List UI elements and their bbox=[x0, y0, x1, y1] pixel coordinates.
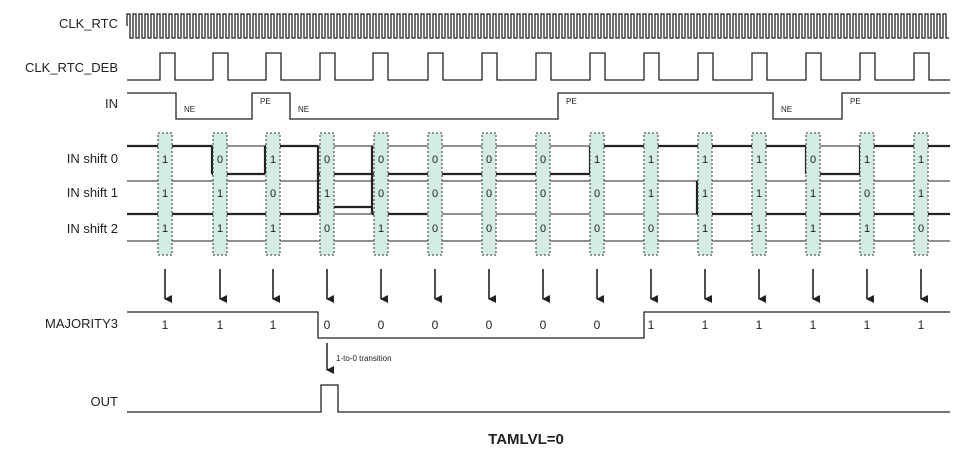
sample-window bbox=[212, 132, 228, 256]
sample-bit: 1 bbox=[162, 188, 168, 200]
sample-columns: 1 1 1 1 0 1 1 1 1 0 1 1 0 1 0 0 0 0 1 0 0 0 0 0 0 0 0 0 0 0 0 0 1 0 0 0 1 1 0 1… bbox=[157, 132, 929, 332]
sample-bit: 0 bbox=[540, 154, 546, 166]
sample-bit: 1 bbox=[918, 154, 924, 166]
sample-bit: 0 bbox=[594, 188, 600, 200]
sample-bit: 1 bbox=[270, 154, 276, 166]
majority3-value: 1 bbox=[756, 318, 763, 332]
sample-bit: 1 bbox=[324, 188, 330, 200]
sample-bit: 1 bbox=[702, 154, 708, 166]
sample-bit: 1 bbox=[756, 188, 762, 200]
sample-bit: 1 bbox=[756, 154, 762, 166]
in-edge-label: NE bbox=[298, 105, 309, 114]
clk-rtc-deb-label: CLK_RTC_DEB bbox=[25, 60, 118, 75]
clk-rtc-label: CLK_RTC bbox=[59, 16, 118, 31]
in-edge-label: PE bbox=[850, 97, 861, 106]
sample-bit: 1 bbox=[918, 188, 924, 200]
sample-bit: 1 bbox=[648, 154, 654, 166]
sample-bit: 0 bbox=[648, 223, 654, 235]
sample-window bbox=[157, 132, 173, 256]
majority3-value: 1 bbox=[810, 318, 817, 332]
sample-bit: 0 bbox=[810, 154, 816, 166]
in-shift-2-label: IN shift 2 bbox=[67, 221, 118, 236]
clk-rtc-waveform bbox=[126, 13, 949, 39]
sample-window bbox=[319, 132, 335, 256]
sample-bit: 0 bbox=[378, 154, 384, 166]
in-edge-label: PE bbox=[566, 97, 577, 106]
sample-window bbox=[265, 132, 281, 256]
sample-bit: 1 bbox=[648, 188, 654, 200]
sample-bit: 0 bbox=[486, 154, 492, 166]
sample-window bbox=[859, 132, 875, 256]
out-label: OUT bbox=[91, 394, 119, 409]
clk-rtc-deb-waveform bbox=[127, 52, 950, 81]
sample-bit: 0 bbox=[864, 188, 870, 200]
sample-bit: 1 bbox=[810, 223, 816, 235]
majority3-value: 0 bbox=[432, 318, 439, 332]
majority3-value: 1 bbox=[702, 318, 709, 332]
sample-bit: 0 bbox=[540, 188, 546, 200]
sample-bit: 1 bbox=[864, 223, 870, 235]
sample-window bbox=[535, 132, 551, 256]
sample-bit: 0 bbox=[486, 223, 492, 235]
majority3-value: 1 bbox=[648, 318, 655, 332]
transition-note: 1-to-0 transition bbox=[336, 354, 392, 363]
in-label: IN bbox=[105, 96, 118, 111]
sample-bit: 0 bbox=[432, 223, 438, 235]
sample-bit: 0 bbox=[486, 188, 492, 200]
sample-bit: 1 bbox=[217, 223, 223, 235]
sample-window bbox=[913, 132, 929, 256]
sample-window bbox=[643, 132, 659, 256]
sample-window bbox=[373, 132, 389, 256]
sample-bit: 1 bbox=[270, 223, 276, 235]
in-edge-label: PE bbox=[260, 97, 271, 106]
sample-bit: 0 bbox=[540, 223, 546, 235]
in-shift-1-label: IN shift 1 bbox=[67, 185, 118, 200]
sample-window bbox=[805, 132, 821, 256]
sample-bit: 1 bbox=[702, 223, 708, 235]
sample-bit: 1 bbox=[594, 154, 600, 166]
majority3-value: 1 bbox=[918, 318, 925, 332]
majority3-waveform bbox=[127, 311, 950, 339]
sample-bit: 0 bbox=[378, 188, 384, 200]
sample-bit: 0 bbox=[217, 154, 223, 166]
majority3-value: 1 bbox=[217, 318, 224, 332]
sample-bit: 1 bbox=[756, 223, 762, 235]
sample-bit: 0 bbox=[432, 188, 438, 200]
majority3-value: 0 bbox=[378, 318, 385, 332]
majority3-value: 0 bbox=[324, 318, 331, 332]
sample-bit: 1 bbox=[162, 154, 168, 166]
sample-bit: 1 bbox=[702, 188, 708, 200]
sample-window bbox=[751, 132, 767, 256]
majority3-value: 0 bbox=[540, 318, 547, 332]
majority3-value: 0 bbox=[486, 318, 493, 332]
sample-bit: 1 bbox=[864, 154, 870, 166]
majority3-value: 1 bbox=[864, 318, 871, 332]
sample-bit: 0 bbox=[324, 223, 330, 235]
majority3-value: 0 bbox=[594, 318, 601, 332]
sample-bit: 1 bbox=[217, 188, 223, 200]
sample-bit: 0 bbox=[594, 223, 600, 235]
sample-bit: 0 bbox=[270, 188, 276, 200]
sample-bit: 0 bbox=[324, 154, 330, 166]
out-waveform bbox=[127, 384, 950, 413]
in-edge-label: NE bbox=[781, 105, 792, 114]
sample-bit: 1 bbox=[162, 223, 168, 235]
in-shift-0-label: IN shift 0 bbox=[67, 151, 118, 166]
in-waveform bbox=[127, 92, 950, 120]
sample-bit: 0 bbox=[918, 223, 924, 235]
diagram-caption: TAMLVL=0 bbox=[488, 431, 564, 448]
sample-bit: 1 bbox=[378, 223, 384, 235]
sample-window bbox=[427, 132, 443, 256]
sample-bit: 0 bbox=[432, 154, 438, 166]
sample-window bbox=[697, 132, 713, 256]
sample-bit: 1 bbox=[810, 188, 816, 200]
sample-window bbox=[481, 132, 497, 256]
sample-window bbox=[589, 132, 605, 256]
majority3-value: 1 bbox=[270, 318, 277, 332]
majority3-value: 1 bbox=[162, 318, 169, 332]
majority3-label: MAJORITY3 bbox=[45, 316, 118, 331]
in-edge-label: NE bbox=[184, 105, 195, 114]
